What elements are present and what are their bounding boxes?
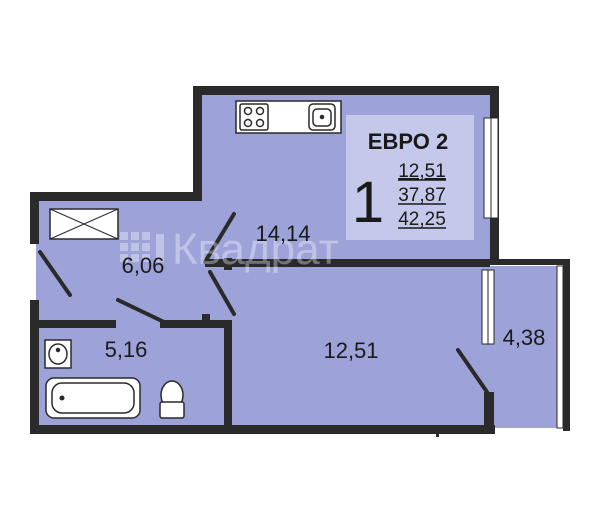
kitchen-door <box>203 212 236 264</box>
info-box <box>346 115 474 240</box>
balcony-outer-glazing <box>556 265 564 429</box>
balcony-floor <box>488 266 562 428</box>
balcony-area-label: 4,38 <box>503 325 546 350</box>
apartment-type-label: ЕВРО 2 <box>368 129 448 154</box>
bottom-marker <box>436 431 439 437</box>
bathroom-area-label: 5,16 <box>105 337 148 362</box>
rooms-count: 1 <box>352 170 384 235</box>
washbasin-icon <box>44 339 72 369</box>
hallway-door <box>208 270 236 316</box>
watermark: Квадрат <box>120 225 339 274</box>
living-area: 12,51 <box>398 161 446 182</box>
total-area-no-balcony: 37,87 <box>398 185 446 206</box>
bedroom-floor <box>212 267 492 428</box>
total-area: 42,25 <box>398 209 446 230</box>
stove-icon <box>239 103 269 131</box>
balcony-door <box>456 348 489 394</box>
doors <box>38 212 489 394</box>
wardrobe <box>49 208 119 240</box>
bedroom-area-label: 12,51 <box>323 338 378 363</box>
windows <box>481 117 564 429</box>
bathroom-fixtures <box>44 339 185 419</box>
kitchen-counter <box>235 100 342 134</box>
hallway-area-label: 6,06 <box>122 253 165 278</box>
entry-door <box>38 250 72 297</box>
bathroom-door <box>116 298 166 324</box>
bathtub-icon <box>45 377 141 419</box>
sink-icon <box>308 103 336 131</box>
toilet-icon <box>159 380 185 419</box>
watermark-text: Квадрат <box>172 225 339 274</box>
kitchen-living-area-label: 14,14 <box>255 221 310 246</box>
